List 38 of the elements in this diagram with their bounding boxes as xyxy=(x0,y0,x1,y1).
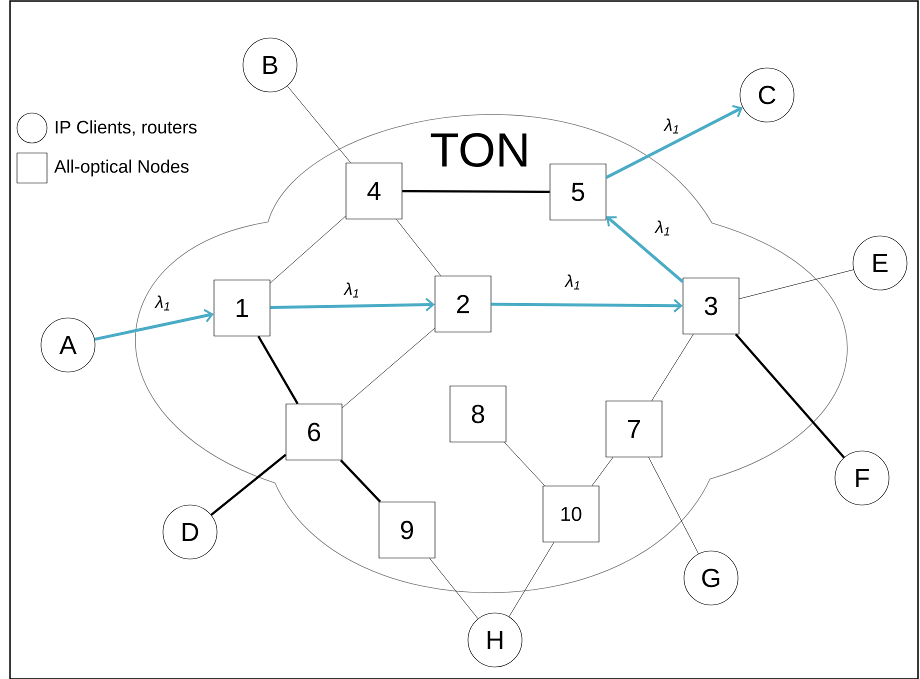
optical-node-box: 4 xyxy=(346,162,402,220)
legend-label: All-optical Nodes xyxy=(54,160,189,176)
link-line xyxy=(342,328,435,408)
legend-label: IP Clients, routers xyxy=(56,120,197,136)
optical-node-box: 10 xyxy=(542,486,600,542)
optical-node-box: 8 xyxy=(450,386,506,442)
link-line xyxy=(734,334,845,458)
edge-label: λ$_{1}$ xyxy=(663,118,681,134)
link-line xyxy=(210,454,286,516)
optical-node-box: 9 xyxy=(378,502,436,558)
optical-node-box: 7 xyxy=(606,400,662,458)
link-line xyxy=(504,442,545,486)
optical-node-box: 6 xyxy=(286,404,342,460)
arrow xyxy=(491,298,683,312)
link-line xyxy=(429,558,478,619)
optical-node-box: 2 xyxy=(434,276,492,332)
arrow xyxy=(94,309,214,341)
edge-label: λ$_{1}$ xyxy=(654,220,672,236)
link-line xyxy=(340,460,382,502)
link-line xyxy=(396,219,441,276)
arrow xyxy=(606,105,743,179)
edge-label: λ$_{1}$ xyxy=(564,274,582,290)
link-line xyxy=(257,336,299,404)
edge-label: λ$_{1}$ xyxy=(343,282,361,298)
optical-node-box: 3 xyxy=(682,278,740,334)
link-line xyxy=(287,86,351,163)
optical-node-box: 5 xyxy=(550,164,606,220)
link-line xyxy=(402,190,550,193)
link-line xyxy=(592,457,614,486)
link-line xyxy=(270,216,346,284)
link-line xyxy=(651,334,694,401)
optical-node-box: 1 xyxy=(214,280,270,336)
link-line xyxy=(739,269,854,300)
edge-label: λ$_{1}$ xyxy=(154,294,172,312)
arrow xyxy=(270,298,435,312)
link-line xyxy=(508,542,554,617)
arrow xyxy=(606,216,684,283)
link-line xyxy=(648,457,699,554)
